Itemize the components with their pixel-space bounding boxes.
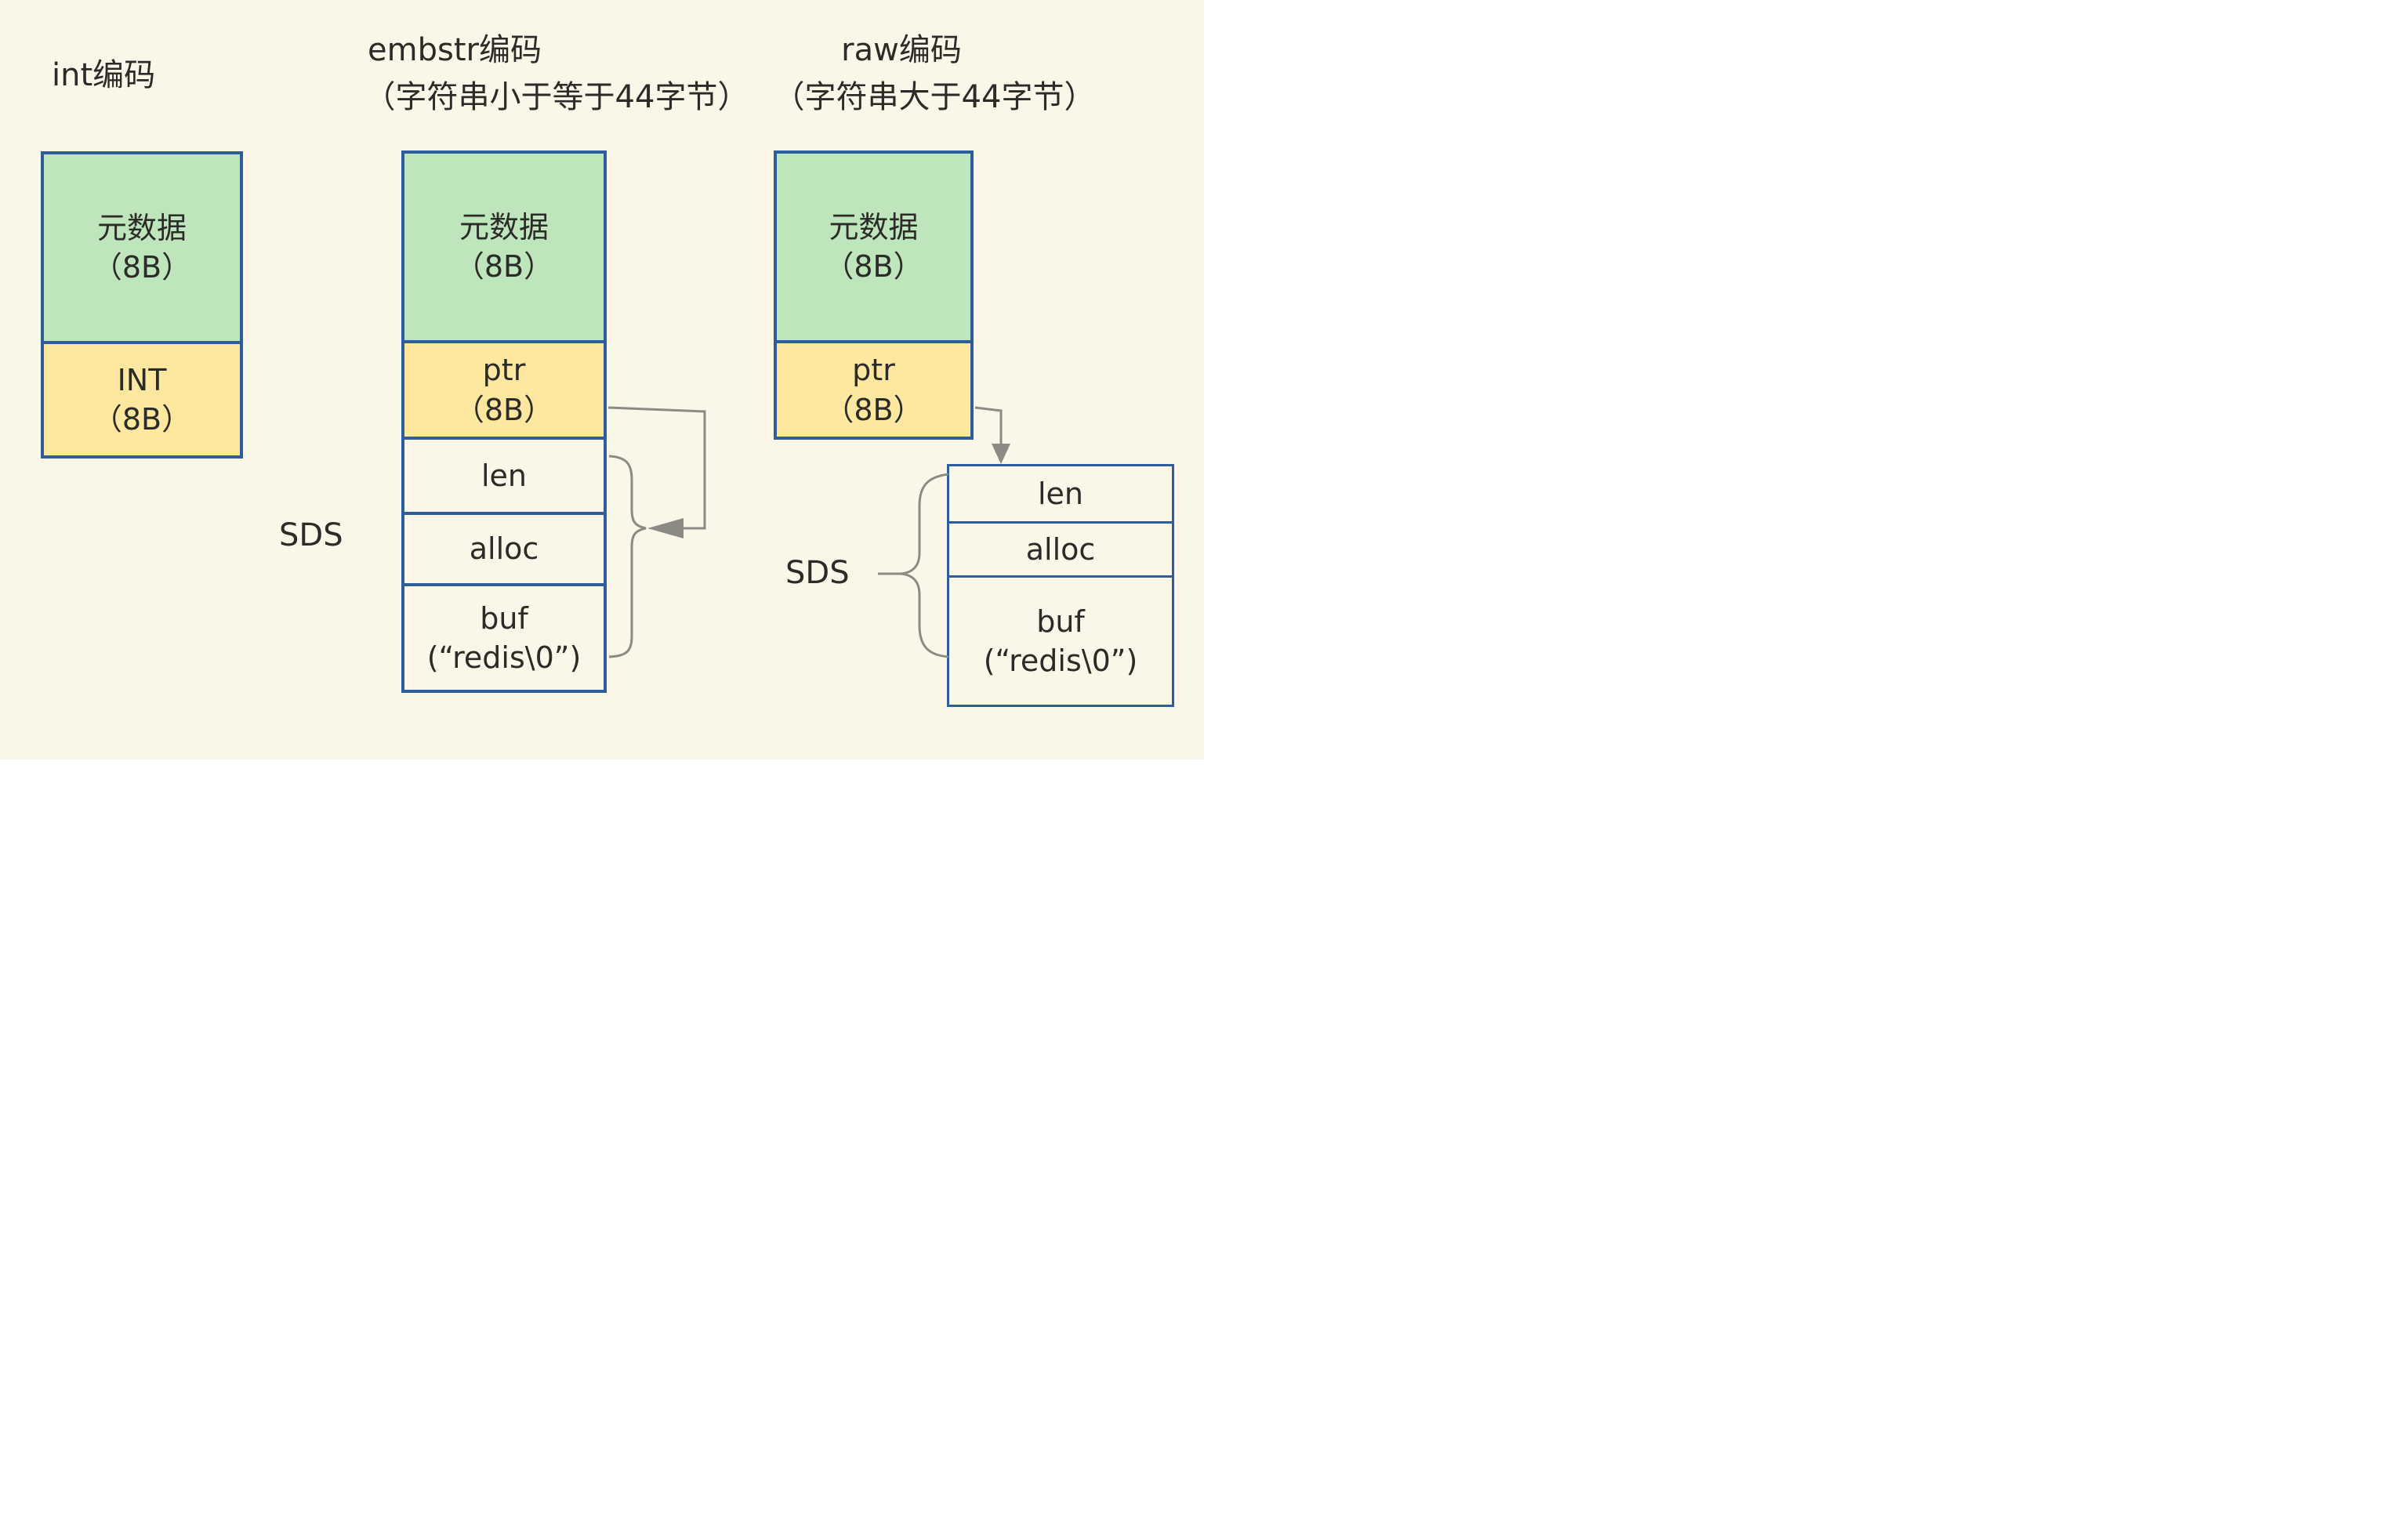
raw-ptr-size: （8B） [824,392,923,427]
int-value-size: （8B） [92,402,192,437]
int-metadata-label: 元数据 [96,210,187,245]
embstr-metadata-size: （8B） [454,249,554,284]
raw-sds-brace [901,473,949,658]
raw-ptr-cell: ptr （8B） [774,340,974,440]
embstr-ptr-arrowhead [647,518,684,538]
embstr-encoding-subtitle: （字符串小于等于44字节） [364,79,749,115]
embstr-sds-buf-cell: buf (“redis\0”) [401,583,607,693]
raw-sds-box: len alloc buf (“redis\0”) [947,464,1174,707]
embstr-sds-len-label: len [481,458,528,493]
embstr-metadata-cell: 元数据 （8B） [401,150,607,343]
raw-metadata-cell: 元数据 （8B） [774,150,974,343]
raw-sds-len-label: len [1037,476,1084,511]
raw-ptr-arrow-line [974,406,1003,445]
raw-sds-label: SDS [785,555,850,591]
embstr-sds-brace [608,455,647,658]
embstr-metadata-label: 元数据 [459,209,549,245]
raw-sds-buf-cell: buf (“redis\0”) [947,575,1174,707]
redis-string-encoding-diagram: int编码 embstr编码 （字符串小于等于44字节） raw编码 （字符串大… [0,0,1204,760]
raw-sds-buf-value: (“redis\0”) [983,643,1138,678]
embstr-encoding-title: embstr编码 [368,32,542,68]
raw-ptr-label: ptr [852,353,895,388]
embstr-sds-alloc-cell: alloc [401,512,607,586]
embstr-sds-label: SDS [279,517,343,553]
int-value-label: INT [117,362,167,397]
raw-encoding-title: raw编码 [841,32,962,68]
int-metadata-size: （8B） [92,250,192,285]
embstr-sds-buf-label: buf [480,600,528,636]
raw-encoding-stack: 元数据 （8B） ptr （8B） [774,150,974,440]
embstr-ptr-label: ptr [482,353,526,388]
int-encoding-title: int编码 [52,57,156,93]
int-value-cell: INT （8B） [41,341,243,459]
embstr-ptr-cell: ptr （8B） [401,340,607,440]
raw-metadata-label: 元数据 [829,209,919,245]
embstr-sds-alloc-label: alloc [469,531,539,567]
raw-ptr-arrowhead [992,444,1010,464]
embstr-ptr-arrow-line [607,406,706,530]
raw-metadata-size: （8B） [824,249,923,284]
embstr-sds-len-cell: len [401,437,607,515]
raw-sds-len-cell: len [947,464,1174,524]
embstr-ptr-size: （8B） [454,392,554,427]
raw-sds-alloc-label: alloc [1025,531,1096,567]
int-encoding-stack: 元数据 （8B） INT （8B） [41,151,243,459]
embstr-sds-buf-value: (“redis\0”) [426,640,582,675]
int-metadata-cell: 元数据 （8B） [41,151,243,344]
embstr-encoding-stack: 元数据 （8B） ptr （8B） len alloc buf (“redis\… [401,150,607,693]
raw-encoding-subtitle: （字符串大于44字节） [773,79,1096,115]
raw-sds-alloc-cell: alloc [947,521,1174,578]
raw-sds-buf-label: buf [1036,604,1085,639]
